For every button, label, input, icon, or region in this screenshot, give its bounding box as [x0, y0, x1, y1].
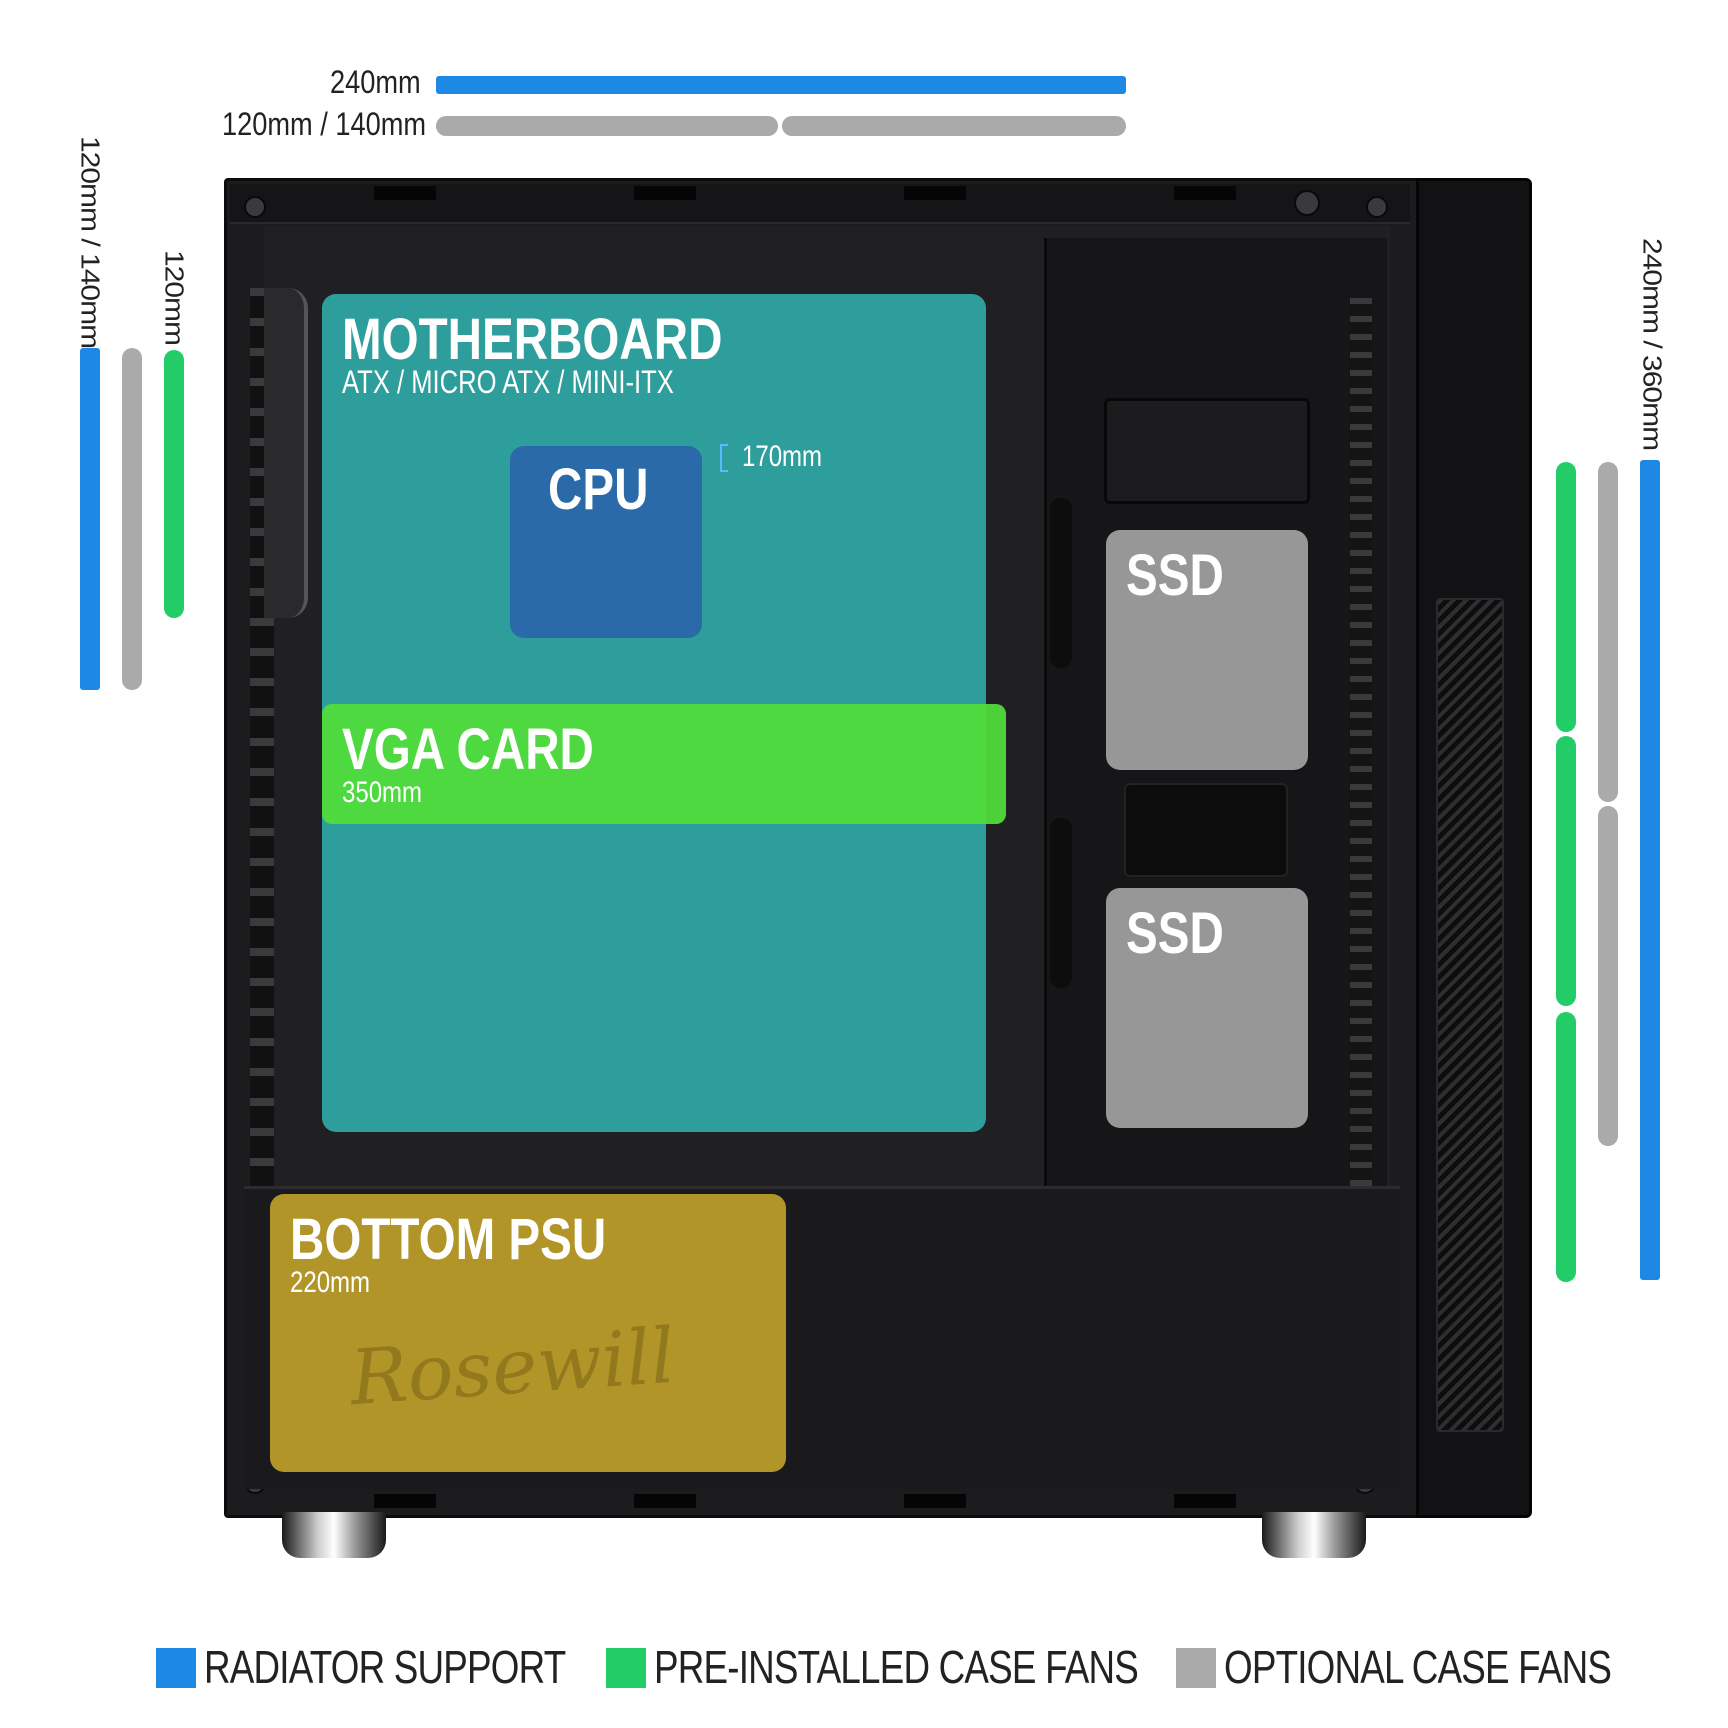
front-optional-bar-1: [1598, 462, 1618, 802]
front-mesh-vent: [1436, 598, 1504, 1432]
front-radiator-bar: [1640, 460, 1660, 1280]
rear-fan: [264, 288, 308, 618]
screw-icon: [1366, 196, 1388, 218]
case-foot-left: [282, 1512, 386, 1558]
cpu-zone: [510, 446, 702, 638]
cpu-title: CPU: [548, 457, 649, 522]
vga-sub: 350mm: [342, 776, 423, 809]
top-fan-bar-2: [782, 116, 1126, 136]
motherboard-sub: ATX / MICRO ATX / MINI-ITX: [342, 364, 674, 400]
vga-zone: [322, 704, 1006, 824]
hdd-bracket: [1104, 398, 1310, 504]
rear-preinstalled-label: 120mm: [159, 250, 188, 346]
top-tab-1: [374, 186, 436, 200]
screw-icon: [1294, 190, 1320, 216]
front-preinstalled-bar-2: [1556, 736, 1576, 1006]
front-preinstalled-bar-1: [1556, 462, 1576, 732]
rear-optional-bar: [122, 348, 142, 690]
top-radiator-label: 240mm: [330, 64, 421, 100]
psu-zone: [270, 1194, 786, 1472]
front-radiator-label: 240mm / 360mm: [1637, 238, 1666, 451]
cable-grommet: [1050, 818, 1072, 988]
bottom-tab-2: [634, 1494, 696, 1508]
bottom-tab-1: [374, 1494, 436, 1508]
top-tab-2: [634, 186, 696, 200]
cable-grommet: [1050, 498, 1072, 668]
rear-radiator-bar: [80, 348, 100, 690]
vga-title: VGA CARD: [342, 717, 594, 782]
cable-cutout: [1124, 783, 1288, 877]
top-tab-3: [904, 186, 966, 200]
ssd-zone-1: [1106, 530, 1308, 770]
psu-sub: 220mm: [290, 1266, 371, 1299]
legend-preinstalled-swatch: [606, 1648, 646, 1688]
cpu-clearance-icon: [720, 444, 728, 472]
ssd-title-1: SSD: [1126, 543, 1224, 608]
cpu-clearance: 170mm: [742, 440, 823, 473]
screw-icon: [244, 196, 266, 218]
top-fan-label: 120mm / 140mm: [222, 106, 427, 142]
legend-optional-swatch: [1176, 1648, 1216, 1688]
top-fan-bar-1: [436, 116, 778, 136]
bottom-tab-4: [1174, 1494, 1236, 1508]
legend-radiator-swatch: [156, 1648, 196, 1688]
rear-fan-label: 120mm / 140mm: [75, 136, 104, 349]
ssd-title-2: SSD: [1126, 901, 1224, 966]
motherboard-title: MOTHERBOARD: [342, 307, 723, 372]
psu-title: BOTTOM PSU: [290, 1207, 607, 1272]
legend-radiator-text: RADIATOR SUPPORT: [204, 1641, 566, 1693]
top-tab-4: [1174, 186, 1236, 200]
front-preinstalled-bar-3: [1556, 1012, 1576, 1282]
top-radiator-bar: [436, 76, 1126, 94]
ssd-zone-2: [1106, 888, 1308, 1128]
front-optional-bar-2: [1598, 806, 1618, 1146]
case-foot-right: [1262, 1512, 1366, 1558]
rear-preinstalled-bar: [164, 350, 184, 618]
legend-preinstalled-text: PRE-INSTALLED CASE FANS: [654, 1641, 1139, 1693]
legend-optional-text: OPTIONAL CASE FANS: [1224, 1641, 1612, 1693]
side-vent-strip: [1350, 298, 1372, 1198]
bottom-tab-3: [904, 1494, 966, 1508]
